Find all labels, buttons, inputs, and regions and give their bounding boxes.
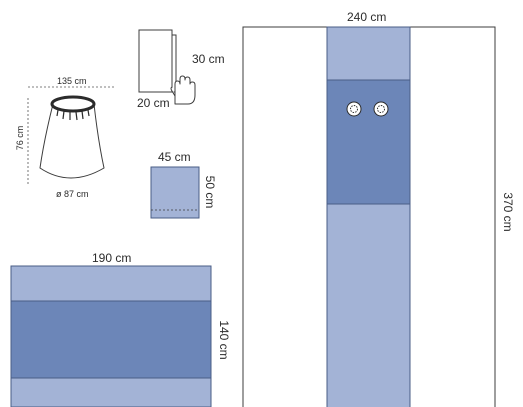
port-ring-icon xyxy=(346,101,362,117)
towel-front xyxy=(138,29,173,93)
cover-top-label: 135 cm xyxy=(57,76,87,86)
sheet-height-label: 370 cm xyxy=(501,192,515,231)
pocket: 45 cm 50 cm xyxy=(150,150,217,219)
cover-body xyxy=(39,103,105,179)
table-drape: 190 cm 140 cm xyxy=(10,251,231,407)
large-sheet: 240 cm 370 cm xyxy=(242,10,515,407)
pocket-body xyxy=(150,166,200,219)
drape-width-label: 190 cm xyxy=(92,251,131,265)
hand-icon xyxy=(170,75,196,105)
cover-height-label: 76 cm xyxy=(15,126,25,151)
port-ring-icon xyxy=(373,101,389,117)
cover-elastic-rim xyxy=(50,95,96,113)
cover-diameter-label: ø 87 cm xyxy=(56,189,89,199)
towel-height-label: 30 cm xyxy=(192,52,225,66)
drape-reinforced-band xyxy=(10,300,212,379)
hand-towel-set: 30 cm 20 cm xyxy=(137,29,225,110)
sheet-reinforced-zone xyxy=(326,79,411,205)
cover-gathers xyxy=(56,109,90,121)
drape-height-label: 140 cm xyxy=(217,320,231,359)
sheet-width-label: 240 cm xyxy=(347,10,386,24)
towel-width-label: 20 cm xyxy=(137,96,170,110)
pocket-height-label: 50 cm xyxy=(203,176,217,209)
equipment-cover: 135 cm 76 cm ø 87 cm xyxy=(15,76,116,199)
pocket-width-label: 45 cm xyxy=(158,150,191,164)
